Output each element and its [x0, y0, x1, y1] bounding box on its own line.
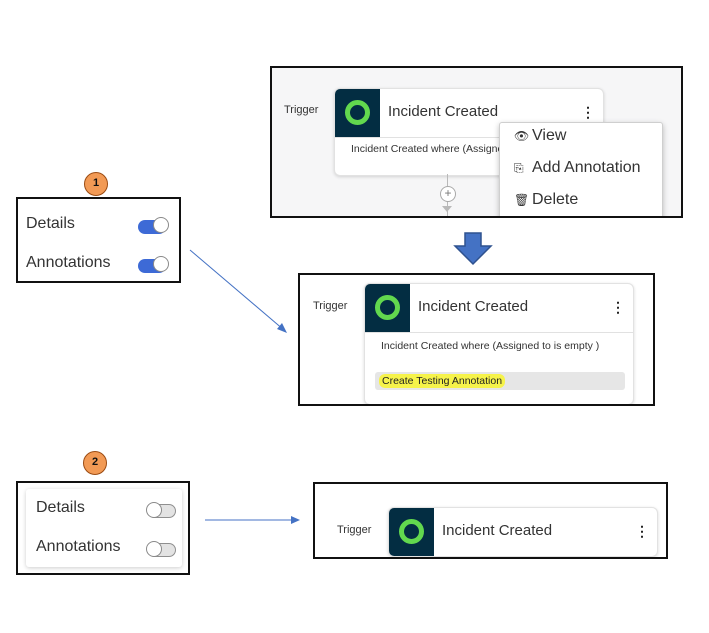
- pointer-arrow: [189, 249, 287, 333]
- step-badge: 1: [84, 172, 108, 196]
- toggle-knob: [153, 256, 169, 272]
- card-title: Incident Created: [418, 298, 529, 315]
- logo-ring-icon: [375, 295, 400, 320]
- toggle-knob: [146, 502, 162, 518]
- card-description: Incident Created where (Assigned to is e…: [381, 340, 600, 352]
- trigger-card[interactable]: Incident Created ⋮ Incident Created wher…: [364, 283, 634, 404]
- eye-icon: 👁: [514, 129, 530, 143]
- logo-ring-icon: [399, 519, 424, 544]
- annotation-bar[interactable]: Create Testing Annotation: [375, 372, 625, 390]
- menu-item-delete[interactable]: 🗑Delete: [514, 191, 579, 208]
- annotations-label: Annotations: [36, 538, 121, 555]
- card-divider: [335, 137, 603, 138]
- context-menu: 👁View ⎘Add Annotation 🗑Delete: [499, 122, 663, 216]
- details-toggle[interactable]: [146, 502, 176, 518]
- trash-icon: 🗑: [514, 193, 530, 207]
- annotation-text: Create Testing Annotation: [379, 374, 506, 388]
- details-label: Details: [36, 499, 85, 516]
- card-description: Incident Created where (Assigne: [351, 143, 504, 155]
- down-arrow-icon: [453, 232, 493, 266]
- details-toggle-row: Details: [18, 211, 179, 241]
- add-step-icon[interactable]: +: [440, 186, 456, 202]
- app-logo: [365, 284, 410, 332]
- pointer-arrow: [205, 516, 300, 524]
- logo-ring-icon: [345, 100, 370, 125]
- annotations-toggle[interactable]: [146, 541, 176, 557]
- annotations-toggle[interactable]: [138, 256, 169, 273]
- card-title: Incident Created: [388, 103, 499, 120]
- annotation-icon: ⎘: [514, 160, 524, 175]
- chevron-down-icon: [442, 206, 452, 212]
- step-badge: 2: [83, 451, 107, 475]
- kebab-menu-icon[interactable]: ⋮: [581, 104, 595, 120]
- trigger-label: Trigger: [313, 300, 348, 312]
- toggle-panel-on: Details Annotations: [16, 197, 181, 283]
- menu-item-view[interactable]: 👁View: [514, 127, 567, 144]
- annotations-toggle-row: Annotations: [18, 534, 188, 564]
- card-divider: [365, 332, 633, 333]
- details-toggle[interactable]: [138, 217, 169, 234]
- mid-screenshot-frame: Trigger Incident Created ⋮ Incident Crea…: [298, 273, 655, 406]
- menu-item-add-annotation[interactable]: ⎘Add Annotation: [514, 159, 641, 176]
- annotations-label: Annotations: [26, 254, 111, 271]
- kebab-menu-icon[interactable]: ⋮: [611, 299, 625, 315]
- app-logo: [389, 508, 434, 556]
- details-toggle-row: Details: [18, 495, 188, 525]
- kebab-menu-icon[interactable]: ⋮: [635, 523, 649, 539]
- top-screenshot-frame: Trigger Incident Created ⋮ Incident Crea…: [270, 66, 683, 218]
- toggle-knob: [153, 217, 169, 233]
- toggle-panel-off: Details Annotations: [16, 481, 190, 575]
- trigger-label: Trigger: [284, 104, 319, 116]
- bottom-screenshot-frame: Trigger Incident Created ⋮: [313, 482, 668, 559]
- details-label: Details: [26, 215, 75, 232]
- app-logo: [335, 89, 380, 137]
- toggle-knob: [146, 541, 162, 557]
- trigger-card[interactable]: Incident Created ⋮: [388, 507, 658, 557]
- card-title: Incident Created: [442, 522, 553, 539]
- annotations-toggle-row: Annotations: [18, 250, 179, 280]
- trigger-label: Trigger: [337, 524, 372, 536]
